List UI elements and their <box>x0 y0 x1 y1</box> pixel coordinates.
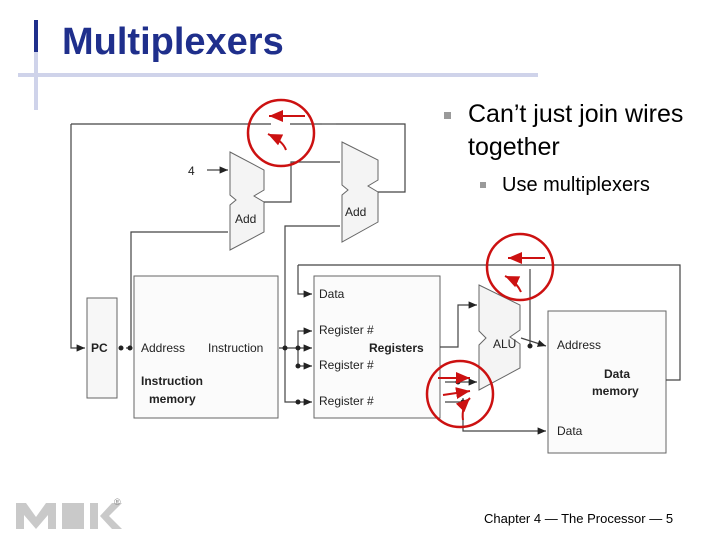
sub-bullet-item: Use multiplexers <box>440 172 710 198</box>
instruction-label: Instruction <box>208 341 263 355</box>
dmem-address-label: Address <box>557 338 601 352</box>
imem-label-2: memory <box>149 392 196 406</box>
bullet-item: Can’t just join wires together <box>440 98 710 164</box>
branch-adder <box>341 141 379 243</box>
imem-label-1: Instruction <box>141 374 203 388</box>
registers-label: Registers <box>369 341 424 355</box>
conflict-highlight-1 <box>246 98 316 168</box>
alu-label: ALU <box>493 337 516 351</box>
alu-unit <box>478 284 521 391</box>
title-bar-horizontal <box>18 73 538 77</box>
regnum-label-3: Register # <box>319 394 374 408</box>
add-label-2: Add <box>345 205 366 219</box>
add-label-1: Add <box>235 212 256 226</box>
slide-footer: Chapter 4 — The Processor — 5 <box>484 511 674 526</box>
reg-data-label: Data <box>319 287 345 301</box>
title-bar-vertical <box>34 20 38 110</box>
mk-logo: ® <box>16 497 122 529</box>
conflict-highlight-3 <box>425 359 495 429</box>
bullet-marker-icon <box>480 182 486 188</box>
title-bar-mark <box>34 20 38 52</box>
bullet-text: Can’t just join wires together <box>468 100 684 161</box>
address-label: Address <box>141 341 185 355</box>
dmem-label-1: Data <box>604 367 630 381</box>
slide-title: Multiplexers <box>62 21 284 63</box>
pc-register <box>86 297 118 399</box>
regnum-label-1: Register # <box>319 323 374 337</box>
conflict-highlight-2 <box>485 232 555 302</box>
bullet-list: Can’t just join wires together Use multi… <box>440 98 710 198</box>
pc-label: PC <box>91 341 108 355</box>
regnum-label-2: Register # <box>319 358 374 372</box>
dmem-data-label: Data <box>557 424 583 438</box>
dmem-label-2: memory <box>592 384 639 398</box>
bullet-marker-icon <box>444 112 451 119</box>
sub-bullet-text: Use multiplexers <box>502 174 650 196</box>
constant-four-label: 4 <box>188 164 195 178</box>
pc-adder <box>229 151 265 251</box>
data-memory-block <box>547 310 667 454</box>
logo-registered-mark: ® <box>114 497 121 507</box>
instruction-memory-block <box>133 275 279 419</box>
